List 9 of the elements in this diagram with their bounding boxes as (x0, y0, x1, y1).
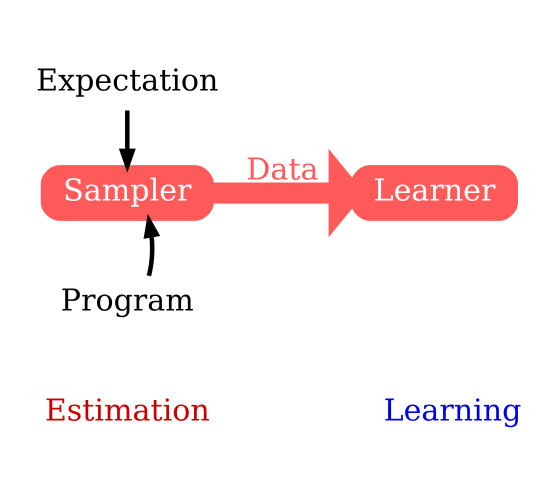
arrow (144, 213, 160, 276)
node-box: Learner (350, 164, 518, 220)
label: Estimation (44, 392, 210, 428)
edge-label: Data (246, 152, 318, 187)
node-text: Expectation (36, 63, 218, 98)
arrow (118, 110, 136, 172)
node-box: Sampler (40, 164, 214, 220)
node-text: Program (60, 282, 194, 318)
label: Learning (384, 392, 522, 428)
